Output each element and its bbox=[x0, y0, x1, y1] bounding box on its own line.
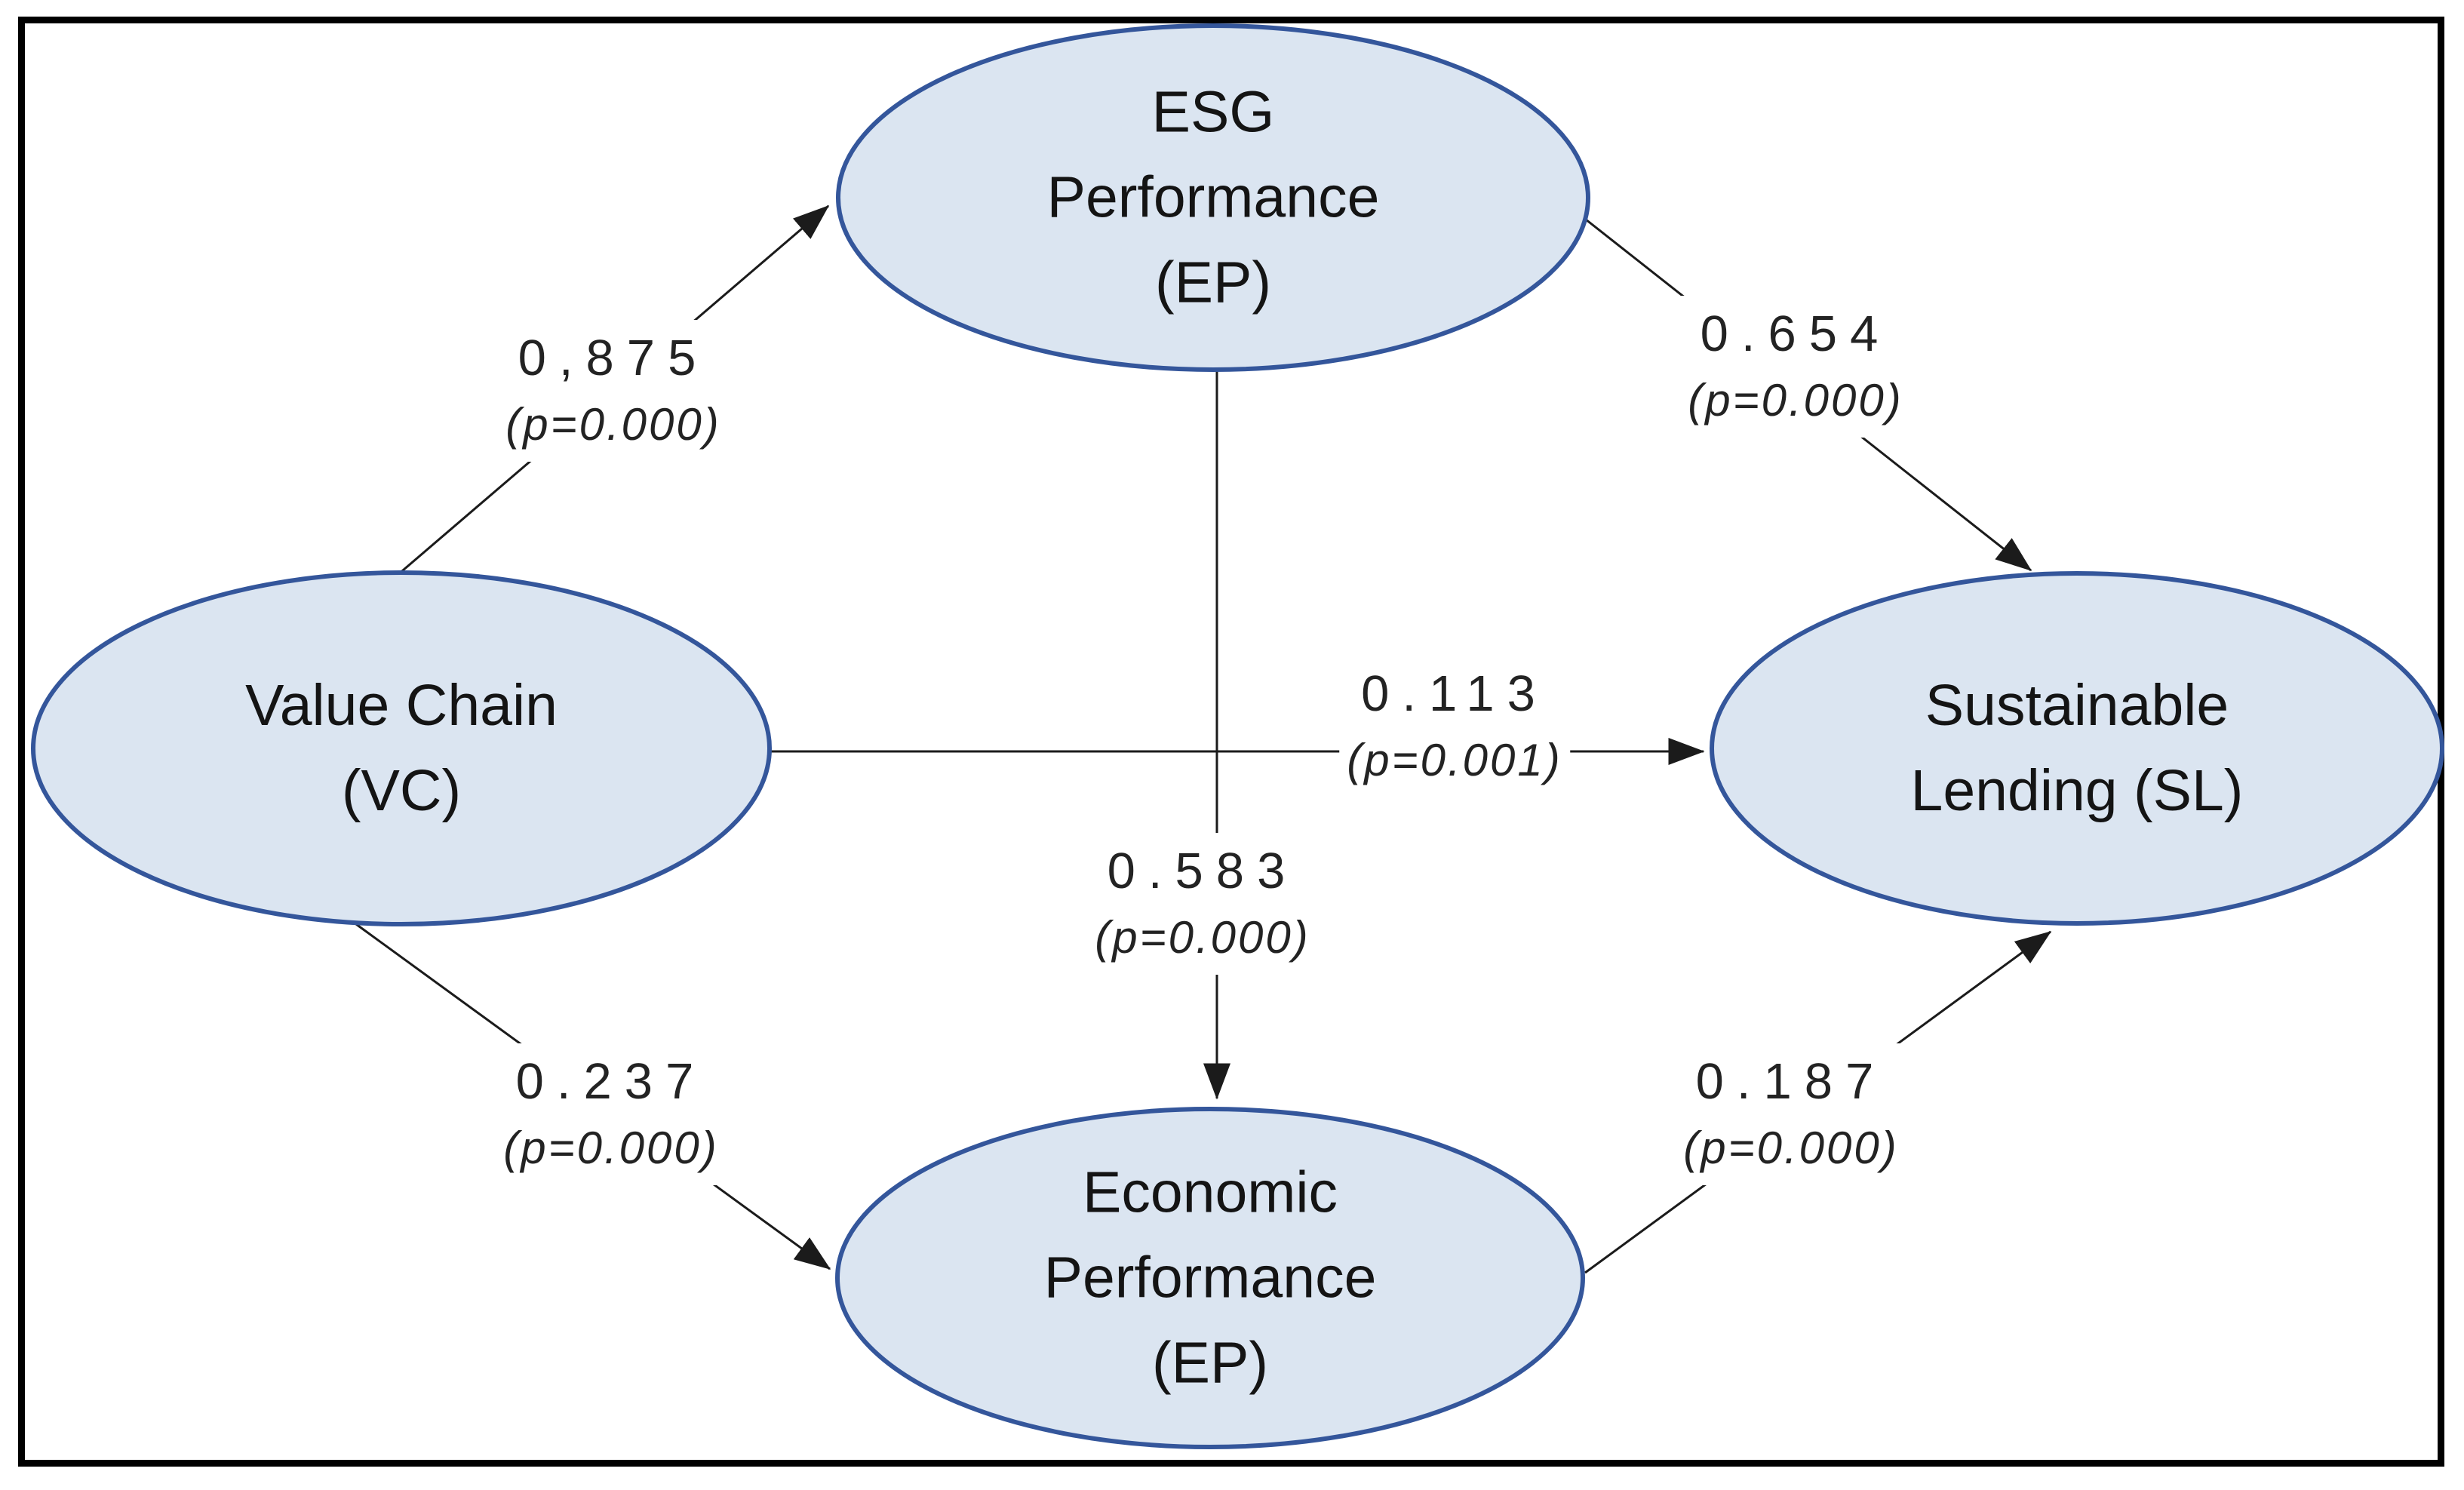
node-label-line: Lending (SL) bbox=[1910, 758, 2244, 823]
node-label-line: (EP) bbox=[1154, 250, 1271, 315]
node-label-line: Economic bbox=[1082, 1160, 1338, 1225]
node-label-value-chain: Value Chain (VC) bbox=[245, 663, 558, 834]
node-label-line: (VC) bbox=[341, 758, 462, 823]
path-coefficient: 0.654 bbox=[1700, 306, 1891, 362]
node-label-line: (EP) bbox=[1151, 1330, 1268, 1396]
path-coefficient: 0.237 bbox=[515, 1053, 707, 1110]
node-ellipse-esg-performance bbox=[836, 23, 1590, 372]
path-p-value: (p=0.000) bbox=[1683, 1123, 1899, 1173]
path-p-value: (p=0.000) bbox=[1095, 912, 1310, 963]
edge-label-vc-to-ep: 0.237 (p=0.000) bbox=[496, 1043, 727, 1185]
node-label-line: Sustainable bbox=[1925, 673, 2229, 738]
edge-label-vc-to-esg: 0,875 (p=0.000) bbox=[498, 320, 729, 462]
node-label-line: ESG bbox=[1151, 79, 1275, 145]
path-coefficient: 0,875 bbox=[518, 330, 709, 386]
node-label-sustainable-lending: Sustainable Lending (SL) bbox=[1911, 663, 2244, 834]
edge-label-esg-to-sl: 0.654 (p=0.000) bbox=[1680, 296, 1911, 438]
node-ellipse-sustainable-lending bbox=[1710, 571, 2444, 926]
node-label-economic-performance: Economic Performance (EP) bbox=[1044, 1151, 1377, 1406]
path-p-value: (p=0.000) bbox=[1688, 375, 1903, 425]
edge-label-ep-to-sl: 0.187 (p=0.000) bbox=[1676, 1043, 1906, 1185]
path-p-value: (p=0.000) bbox=[503, 1123, 719, 1173]
edge-label-esg-to-ep: 0.583 (p=0.000) bbox=[1087, 833, 1318, 975]
path-coefficient: 0.187 bbox=[1695, 1053, 1887, 1110]
path-coefficient: 0.113 bbox=[1361, 665, 1548, 722]
node-ellipse-value-chain bbox=[31, 570, 772, 926]
node-ellipse-economic-performance bbox=[835, 1107, 1585, 1449]
path-p-value: (p=0.001) bbox=[1347, 735, 1562, 785]
node-label-esg-performance: ESG Performance (EP) bbox=[1047, 70, 1380, 326]
path-p-value: (p=0.000) bbox=[505, 399, 721, 450]
node-label-line: Performance bbox=[1046, 164, 1380, 230]
edge-label-vc-to-sl: 0.113 (p=0.001) bbox=[1339, 656, 1570, 797]
node-label-line: Value Chain bbox=[245, 673, 558, 738]
node-label-line: Performance bbox=[1043, 1245, 1377, 1310]
path-coefficient: 0.583 bbox=[1107, 843, 1298, 899]
